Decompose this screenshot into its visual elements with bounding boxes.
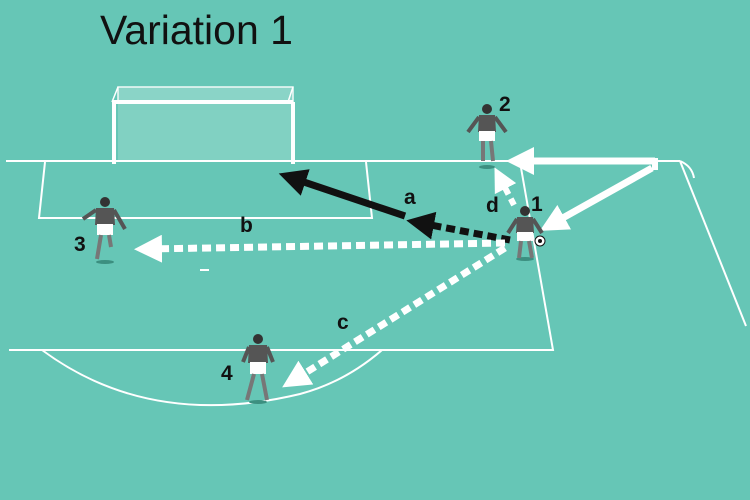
corner-arc (679, 160, 695, 179)
player-2 (466, 104, 508, 169)
move-label-b: b (240, 214, 253, 237)
player-1 (506, 206, 544, 261)
player-icon (241, 334, 275, 404)
move-label-c: c (337, 311, 349, 334)
movement-arrows (506, 147, 658, 231)
run-arrow-to-player-1 (539, 164, 654, 231)
touchline (679, 160, 747, 327)
player-icon (506, 206, 544, 261)
ball-icon (534, 235, 546, 247)
pass-arrow-d (494, 167, 517, 207)
player-3 (81, 197, 127, 264)
diagram-title: Variation 1 (100, 7, 293, 53)
move-label-a: a (404, 186, 416, 209)
shot-arrow-a (278, 169, 407, 220)
player-label-2: 2 (499, 93, 511, 116)
player-label-1: 1 (531, 193, 543, 216)
player-4 (241, 334, 275, 404)
player-icon (466, 104, 508, 169)
six-yard-box (37, 161, 374, 219)
player-label-4: 4 (221, 362, 233, 385)
goal-icon (111, 86, 295, 164)
player-icon (81, 197, 127, 264)
pass-arrow-b (134, 234, 506, 263)
move-label-d: d (486, 194, 499, 217)
player-label-3: 3 (74, 233, 86, 256)
pass-arrow-a (406, 211, 511, 244)
